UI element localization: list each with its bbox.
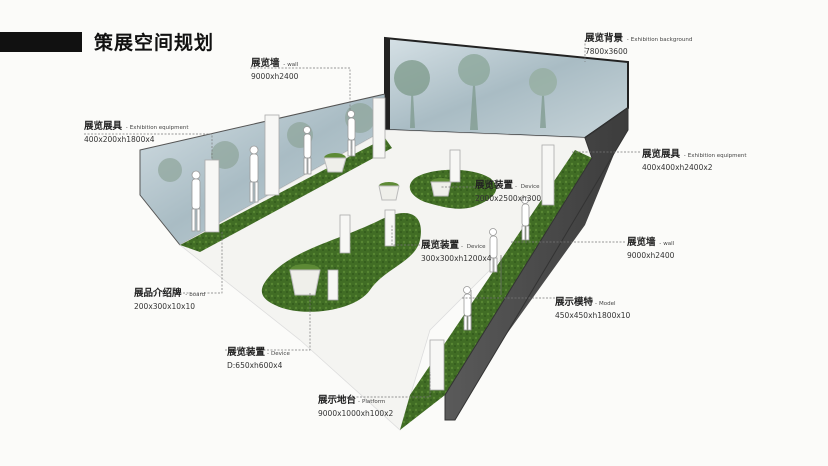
label-wall-right: 展览墙 -wall 9000xh2400 bbox=[627, 237, 675, 260]
page-title: 策展空间规划 bbox=[94, 32, 215, 54]
label-wall-left: 展览墙 -wall 9000xh2400 bbox=[251, 58, 299, 81]
label-exhibition-background: 展览背景 -Exhibition background 7800x3600 bbox=[585, 33, 693, 56]
label-board: 展品介绍牌 -board 200x300x10x10 bbox=[134, 288, 206, 311]
right-platform bbox=[400, 150, 592, 430]
label-device-pillar: 展览装置- Device 300x300xh1200x4 bbox=[421, 240, 492, 263]
back-wall-mural bbox=[384, 36, 629, 140]
label-equipment-left: 展览展具 -Exhibition equipment 400x200xh1800… bbox=[84, 121, 189, 144]
title-accent-bar bbox=[0, 32, 82, 52]
grass-island-small bbox=[409, 169, 497, 209]
columns bbox=[204, 97, 555, 391]
label-device-planter: 展览装置-Device D:650xh600x4 bbox=[227, 347, 290, 370]
mannequins bbox=[191, 110, 530, 331]
label-platform: 展示地台-Platform 9000x1000xh100x2 bbox=[318, 395, 394, 418]
label-equipment-right: 展览展具 -Exhibition equipment 400x400xh2400… bbox=[642, 149, 747, 172]
leader-lines bbox=[84, 40, 640, 398]
label-device-island: 展览装置- Device 2000x2500xh300 bbox=[475, 180, 542, 203]
label-model: 展示模特-Model 450x450xh1800x10 bbox=[555, 297, 631, 320]
planters bbox=[289, 153, 452, 296]
